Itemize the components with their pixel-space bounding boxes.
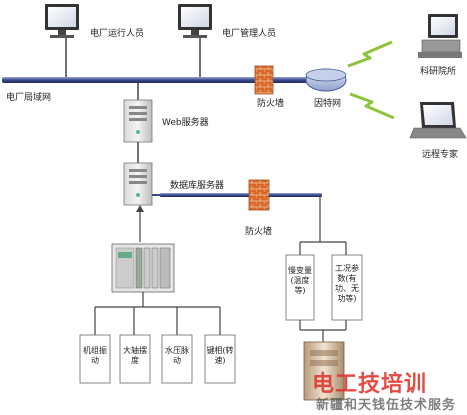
web-server-icon: [123, 83, 153, 143]
input-connectors: [299, 241, 347, 342]
managers-label: 电厂管理人员: [222, 29, 277, 39]
expert-laptop-icon: [409, 102, 467, 139]
input-label-operating-params: 工况参数(有功、无功等): [335, 264, 359, 303]
research-label: 科研院所: [420, 67, 457, 77]
input-box-frames: [285, 254, 363, 321]
bottom-firewall-label: 防火墙: [245, 227, 273, 237]
watermark-sub: 新疆和天钱伍技术服务: [316, 398, 457, 413]
acquisition-unit-icon: [111, 243, 175, 293]
sensor-label-pulsation: 水压脉动: [165, 346, 189, 365]
cabinet-icon: [303, 341, 345, 401]
acquisition-to-db-arrow: [136, 205, 144, 242]
watermark: 电工技培训 新疆和天钱伍技术服务: [308, 366, 466, 414]
managers-monitor-icon: [178, 4, 212, 78]
db-bus: [152, 193, 322, 242]
internet-label: 因特网: [314, 99, 342, 109]
operators-monitor-icon: [45, 4, 79, 78]
sensor-label-deflection: 大轴摆度: [123, 346, 147, 365]
top-firewall-icon: [254, 65, 274, 95]
db-server-label: 数据库服务器: [170, 181, 225, 191]
lan-label: 电厂局域网: [6, 93, 52, 103]
database-server-icon: [123, 162, 153, 206]
research-desktop-icon: [418, 14, 462, 58]
lan-bus: [2, 77, 307, 83]
sensor-label-keyphase: 键相(转速): [206, 346, 234, 365]
internet-router-icon: [305, 68, 347, 92]
watermark-main: 电工技培训: [312, 372, 428, 397]
sensor-label-vibration: 机组振动: [83, 346, 107, 365]
input-label-slow-variables: 慢变量(温度等): [288, 266, 312, 295]
wireless-link-icon: [347, 40, 395, 120]
top-firewall-label: 防火墙: [257, 99, 285, 109]
experts-label: 远程专家: [422, 150, 459, 160]
bottom-firewall-icon: [248, 179, 270, 211]
sensor-connectors: [94, 292, 221, 335]
operators-label: 电厂运行人员: [90, 29, 145, 39]
sensor-box-frames: [79, 334, 236, 384]
web-server-label: Web服务器: [162, 118, 209, 128]
